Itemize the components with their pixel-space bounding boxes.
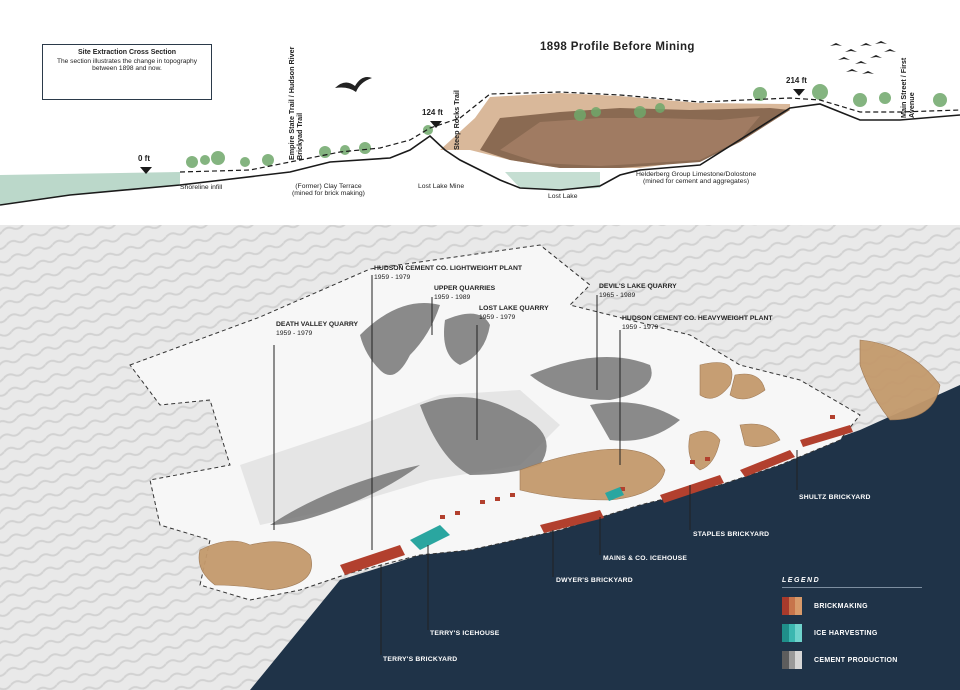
callout-heavyweight-plant: HUDSON CEMENT CO. HEAVYWEIGHT PLANT 1959… (622, 315, 773, 333)
tag-terrys-icehouse: TERRY'S ICEHOUSE (430, 630, 500, 637)
callout-years: 1965 - 1989 (599, 291, 636, 299)
trail-label-steep-rocks: Steep Rocks Trail (452, 90, 461, 150)
tag-mains-icehouse: MAINS & CO. ICEHOUSE (603, 555, 688, 562)
callout-name: DEVIL'S LAKE QUARRY (599, 283, 677, 290)
tag-shultz-brickyard: SHULTZ BRICKYARD (799, 494, 871, 501)
callout-years: 1959 - 1979 (374, 273, 411, 281)
elevation-124: 124 ft (422, 108, 443, 117)
site-map-panel: HUDSON CEMENT CO. LIGHTWEIGHT PLANT 1959… (0, 225, 960, 690)
legend: LEGEND BRICKMAKING ICE HARVESTING CEMENT… (782, 577, 932, 669)
label-lost-lake-mine: Lost Lake Mine (418, 183, 465, 190)
callout-years: 1959 - 1979 (276, 329, 313, 337)
cross-section-panel: Site Extraction Cross Section The sectio… (0, 0, 960, 225)
legend-item-brickmaking: BRICKMAKING (782, 597, 932, 615)
callout-name: UPPER QUARRIES (434, 285, 496, 292)
profile-title: 1898 Profile Before Mining (540, 41, 695, 53)
cross-section-graphic (0, 41, 960, 225)
label-shoreline-infill: Shoreline infill (180, 184, 223, 191)
cement-production-swatch (782, 651, 803, 669)
callout-devils-lake-quarry: DEVIL'S LAKE QUARRY 1965 - 1989 (599, 283, 677, 301)
callout-name: HUDSON CEMENT CO. LIGHTWEIGHT PLANT (374, 265, 523, 272)
legend-label: BRICKMAKING (814, 602, 868, 610)
tag-dwyers-brickyard: DWYER'S BRICKYARD (556, 577, 633, 584)
label-clay-terrace: (Former) Clay Terrace (mined for brick m… (292, 183, 365, 197)
callout-name: HUDSON CEMENT CO. HEAVYWEIGHT PLANT (622, 315, 773, 322)
callout-years: 1959 - 1989 (434, 293, 471, 301)
legend-label: ICE HARVESTING (814, 629, 878, 637)
legend-item-cement-production: CEMENT PRODUCTION (782, 651, 932, 669)
callout-lost-lake-quarry: LOST LAKE QUARRY 1959 - 1979 (479, 305, 549, 323)
callout-years: 1959 - 1979 (622, 323, 659, 331)
label-helderberg: Helderberg Group Limestone/Dolostone (mi… (636, 171, 757, 185)
legend-label: CEMENT PRODUCTION (814, 656, 898, 664)
tag-terrys-brickyard: TERRY'S BRICKYARD (383, 656, 458, 663)
callout-lightweight-plant: HUDSON CEMENT CO. LIGHTWEIGHT PLANT 1959… (374, 265, 522, 283)
elevation-0: 0 ft (138, 154, 150, 163)
brickmaking-swatch (782, 597, 803, 615)
legend-title: LEGEND (782, 577, 922, 588)
section-box-title: Site Extraction Cross Section (77, 49, 177, 56)
ice-harvesting-swatch (782, 624, 803, 642)
trail-label-main-street: Main Street / First Avenue (899, 57, 917, 118)
legend-item-ice-harvesting: ICE HARVESTING (782, 624, 932, 642)
callout-name: DEATH VALLEY QUARRY (276, 321, 359, 328)
callout-name: LOST LAKE QUARRY (479, 305, 549, 312)
section-description-box: Site Extraction Cross Section The sectio… (42, 44, 212, 100)
callout-years: 1959 - 1979 (479, 313, 516, 321)
label-lost-lake: Lost Lake (548, 193, 578, 200)
callout-upper-quarries: UPPER QUARRIES 1959 - 1989 (434, 285, 495, 303)
section-box-text: The section illustrates the change in to… (56, 58, 198, 72)
trail-label-empire-state: Empire State Trail / Hudson River Bricky… (287, 46, 305, 160)
elevation-214: 214 ft (786, 76, 807, 85)
callout-death-valley-quarry: DEATH VALLEY QUARRY 1959 - 1979 (276, 321, 358, 339)
tag-staples-brickyard: STAPLES BRICKYARD (693, 531, 770, 538)
